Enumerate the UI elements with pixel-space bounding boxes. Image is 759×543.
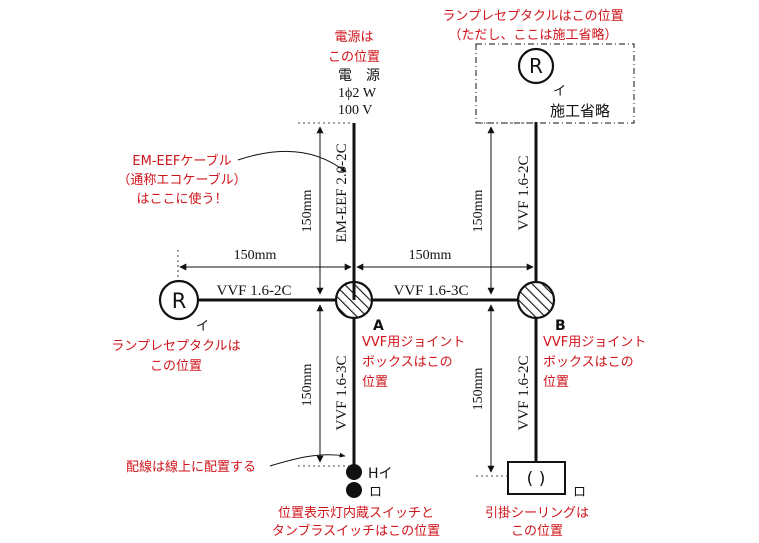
ceiling-code: ロ <box>573 485 586 500</box>
ceiling-symbol: ( ) <box>527 469 546 489</box>
power-annotation-line1: 電源は <box>334 30 373 45</box>
top-right-receptacle-code: イ <box>553 84 566 99</box>
dim-label-middle-horizontal: 150mm <box>409 248 452 263</box>
junction-b-annotation-line2: ボックスはこの <box>543 355 634 370</box>
wiring-note-arrow <box>269 452 346 467</box>
switch-pilot-symbol <box>346 464 362 480</box>
switch-code-top: Hイ <box>368 466 393 482</box>
power-label-line1: 電 源 <box>338 68 380 84</box>
junction-a-annotation-line1: VVF用ジョイント <box>362 335 465 350</box>
junction-b-box <box>516 280 556 320</box>
cable-label-middle-horizontal: VVF 1.6-3C <box>393 283 468 299</box>
dim-label-top-vertical: 150mm <box>300 190 315 233</box>
eef-note-line2: （通称エコケーブル） <box>117 172 246 188</box>
ceiling-annotation-line2: この位置 <box>511 524 563 539</box>
junction-b-annotation-line1: VVF用ジョイント <box>543 335 646 350</box>
left-receptacle-code: イ <box>196 319 209 334</box>
junction-a-annotation-line2: ボックスはこの <box>362 355 453 370</box>
top-right-receptacle-symbol: R <box>529 54 543 78</box>
eef-note-line1: EM-EEFケーブル <box>132 153 231 169</box>
cable-label-top-main: EM-EEF 2.0-2C <box>334 143 350 242</box>
dim-label-right-top-vertical: 150mm <box>471 190 486 233</box>
junction-a-label: A <box>373 318 384 334</box>
ceiling-box <box>507 461 566 495</box>
cable-label-left-bottom: VVF 1.6-3C <box>334 355 350 430</box>
dim-label-left-horizontal: 150mm <box>234 248 277 263</box>
left-receptacle-annotation-line1: ランプレセプタクルは <box>111 339 240 354</box>
eef-note-line3: はここに使う！ <box>136 191 227 207</box>
cable-label-right-bottom: VVF 1.6-2C <box>516 355 532 430</box>
dim-label-right-bottom-vertical: 150mm <box>471 368 486 411</box>
left-receptacle-circle <box>158 279 200 321</box>
dim-label-left-bottom-vertical: 150mm <box>300 364 315 407</box>
ceiling-annotation-line1: 引掛シーリングは <box>485 506 589 521</box>
left-receptacle-symbol: R <box>172 289 187 313</box>
left-receptacle-annotation-line2: この位置 <box>150 359 202 374</box>
eef-note-arrow <box>237 150 347 173</box>
junction-a-box <box>334 280 374 320</box>
power-label-line3: 100 V <box>338 103 372 118</box>
cable-label-left-horizontal: VVF 1.6-2C <box>216 283 291 299</box>
power-annotation-line2: この位置 <box>328 50 380 65</box>
switch-annotation-line1: 位置表示灯内蔵スイッチと <box>278 505 434 521</box>
power-label-line2: 1ϕ2 W <box>338 86 377 101</box>
switch-wiring-note: 配線は線上に配置する <box>126 459 256 475</box>
switch-annotation-line2: タンブラスイッチはこの位置 <box>272 523 440 539</box>
switch-code-bottom: ロ <box>369 485 382 500</box>
switch-tumbler-symbol <box>346 482 362 498</box>
omitted-area-mask <box>477 45 633 122</box>
junction-b-label: B <box>555 318 566 334</box>
top-right-annotation-line2: （ただし、ここは施工省略） <box>448 27 617 43</box>
omitted-label: 施工省略 <box>550 102 610 120</box>
junction-b-annotation-line3: 位置 <box>543 375 569 390</box>
cable-label-right-top: VVF 1.6-2C <box>516 155 532 230</box>
top-right-receptacle-circle <box>517 47 555 85</box>
omitted-area-box <box>475 43 635 124</box>
top-right-annotation-line1: ランプレセプタクルはこの位置 <box>442 9 623 24</box>
junction-a-annotation-line3: 位置 <box>362 375 388 390</box>
